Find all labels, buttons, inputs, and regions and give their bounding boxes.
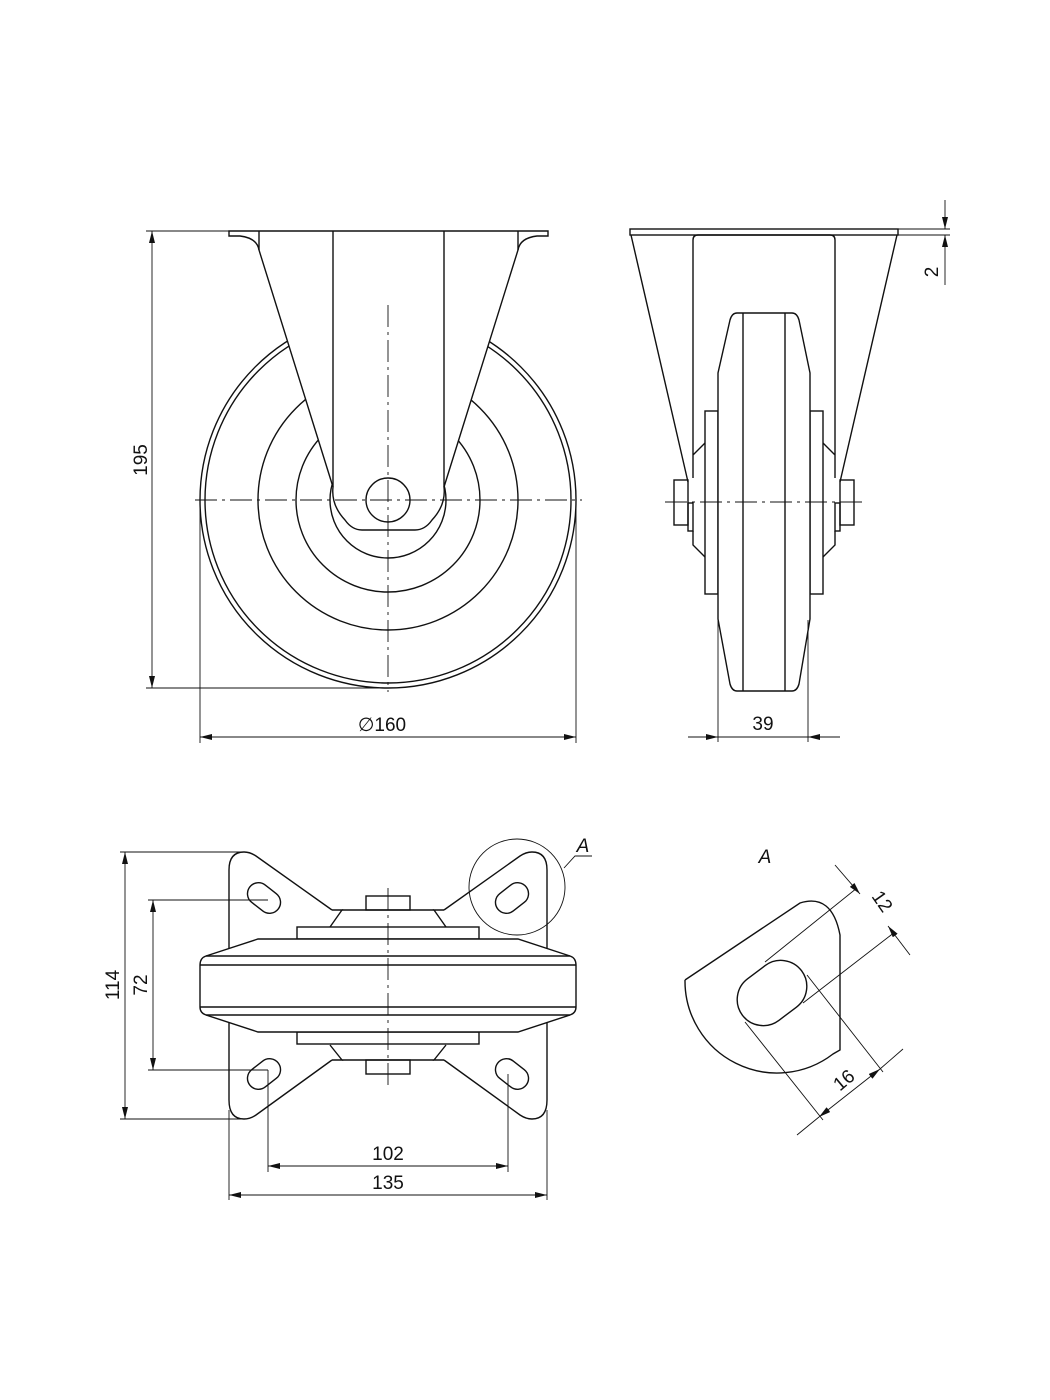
dim-114-label: 114 — [103, 969, 124, 1000]
side-view: 2 39 — [629, 200, 950, 742]
dim-72-label: 72 — [131, 974, 152, 995]
slot-hole-bottom-left — [246, 1057, 282, 1091]
dimension-135: 135 — [228, 1110, 548, 1200]
front-view: 195 ∅160 — [131, 230, 582, 743]
slot-hole-bottom-right — [494, 1057, 530, 1091]
dimension-195: 195 — [131, 230, 388, 689]
detail-callout-label: A — [576, 836, 590, 857]
dimension-12: 12 — [764, 864, 911, 1004]
dimension-72: 72 — [131, 899, 268, 1071]
dimension-16: 16 — [744, 974, 904, 1136]
dimension-114: 114 — [103, 851, 244, 1120]
inner-bracket — [692, 234, 836, 558]
dimension-39: 39 — [688, 620, 840, 742]
nut-left — [673, 479, 689, 526]
fork-bracket — [228, 230, 549, 531]
dim-160-label: ∅160 — [358, 715, 406, 736]
top-view: A 114 72 102 135 — [103, 836, 592, 1200]
detail-a-view: A 12 16 — [684, 847, 911, 1136]
slot-hole — [736, 959, 808, 1027]
plate-corner-outline — [684, 900, 841, 1074]
dimension-102: 102 — [267, 1070, 509, 1172]
dim-12-label: 12 — [867, 887, 896, 916]
slot-hole-top-left — [246, 881, 282, 915]
dim-102-label: 102 — [372, 1144, 404, 1165]
fork-side-outline — [630, 234, 898, 483]
dimension-diameter-160: ∅160 — [199, 505, 577, 743]
detail-a-callout: A — [468, 836, 592, 936]
nut-right — [839, 479, 855, 526]
dim-16-label: 16 — [830, 1066, 860, 1096]
dim-195-label: 195 — [131, 444, 152, 476]
dim-2-label: 2 — [922, 267, 943, 278]
slot-hole-top-right — [494, 881, 530, 915]
dim-135-label: 135 — [372, 1173, 404, 1194]
dimension-2: 2 — [898, 200, 950, 285]
detail-a-title: A — [758, 847, 772, 868]
dim-39-label: 39 — [752, 714, 773, 735]
